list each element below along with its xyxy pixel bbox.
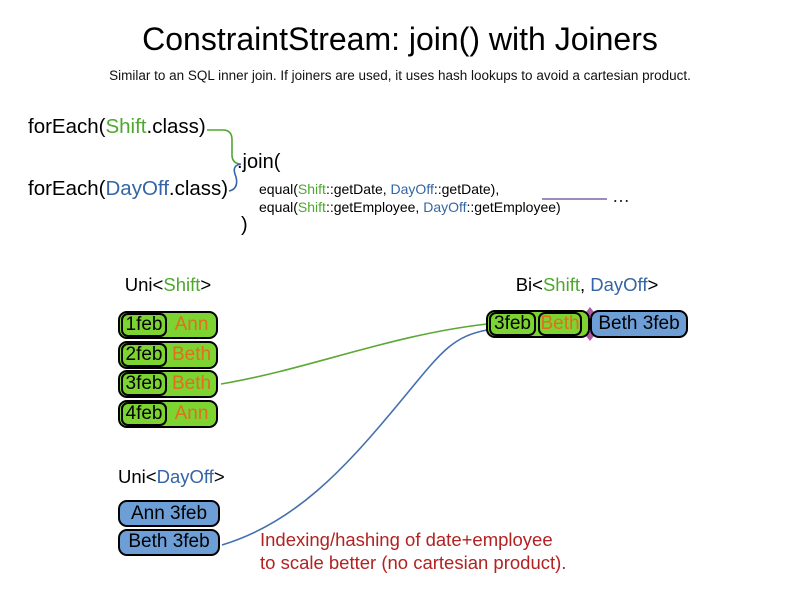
note-line: Indexing/hashing of date+employee (260, 529, 553, 550)
connector-shift-row-to-bi (220, 323, 488, 385)
code-text: forEach( (28, 177, 106, 200)
indexing-note: Indexing/hashing of date+employee to sca… (260, 528, 566, 574)
code-text: .class) (168, 177, 229, 200)
label-text: Uni< (124, 274, 164, 295)
code-text: ::getDate, (325, 181, 391, 197)
uni-shift-label: Uni<Shift> (118, 274, 218, 296)
employee-cell: Beth (171, 373, 212, 394)
bi-label: Bi<Shift, DayOff> (486, 274, 688, 296)
employee-cell: Ann (174, 402, 209, 424)
connector-dayoff-row-to-bi (221, 329, 488, 546)
label-text: > (647, 274, 659, 295)
code-joiner-employee: equal(Shift::getEmployee, DayOff::getEmp… (259, 199, 561, 215)
dayoff-class-name: DayOff (423, 199, 467, 215)
label-text: > (213, 466, 225, 487)
shift-class-name: Shift (542, 274, 580, 295)
employee-cell: Beth (171, 343, 212, 365)
date-cell: 3feb (489, 312, 536, 336)
shift-class-name: Shift (297, 199, 326, 215)
code-foreach-dayoff: forEach(DayOff.class) (28, 177, 228, 201)
uni-dayoff-table: Ann 3feb Beth 3feb (118, 500, 220, 557)
employee-cell: Ann (174, 314, 209, 335)
table-row: 4feb Ann (118, 399, 218, 428)
table-row: 2feb Beth (118, 340, 218, 369)
code-join-close: ) (241, 214, 248, 236)
more-joiners-ellipsis: … (612, 186, 632, 206)
code-text: ::getDate), (433, 181, 500, 197)
page-subtitle: Similar to an SQL inner join. If joiners… (109, 68, 691, 83)
dayoff-class-name: DayOff (390, 181, 434, 197)
code-text: ::getEmployee) (466, 199, 561, 215)
date-cell: 3feb (121, 372, 167, 396)
bi-row-dayoff-part: Beth 3feb (590, 310, 688, 338)
connector-foreach-shift-to-join (207, 129, 241, 165)
code-text: .class) (146, 115, 206, 138)
table-row: 3feb Beth (118, 370, 218, 398)
code-join-open: .join( (237, 151, 281, 173)
table-row: 1feb Ann (118, 311, 218, 339)
code-text: equal( (259, 181, 298, 197)
note-line: to scale better (no cartesian product). (260, 552, 567, 573)
table-row: Ann 3feb (118, 500, 220, 527)
code-text: equal( (259, 199, 298, 215)
shift-class-name: Shift (105, 115, 147, 138)
page-title: ConstraintStream: join() with Joiners (142, 21, 658, 57)
employee-cell: Beth (538, 312, 582, 336)
code-foreach-shift: forEach(Shift.class) (28, 115, 206, 139)
dayoff-class-name: DayOff (156, 466, 214, 487)
code-joiner-date: equal(Shift::getDate, DayOff::getDate), (259, 181, 499, 197)
shift-class-name: Shift (163, 274, 201, 295)
code-text: forEach( (28, 115, 106, 138)
label-text: , (579, 274, 591, 295)
uni-dayoff-label: Uni<DayOff> (118, 466, 225, 488)
shift-class-name: Shift (297, 181, 326, 197)
label-text: Bi< (515, 274, 543, 295)
date-cell: 4feb (121, 401, 167, 426)
code-text: ::getEmployee, (325, 199, 424, 215)
label-text: Uni< (118, 466, 157, 487)
label-text: > (200, 274, 212, 295)
uni-shift-table: 1feb Ann 2feb Beth 3feb Beth 4feb Ann (118, 311, 218, 429)
date-cell: 2feb (121, 342, 167, 367)
table-row: Beth 3feb (118, 528, 220, 556)
dayoff-class-name: DayOff (590, 274, 648, 295)
date-cell: 1feb (121, 313, 167, 337)
dayoff-class-name: DayOff (105, 177, 169, 200)
bi-row-shift-part: 3feb Beth (486, 310, 590, 338)
